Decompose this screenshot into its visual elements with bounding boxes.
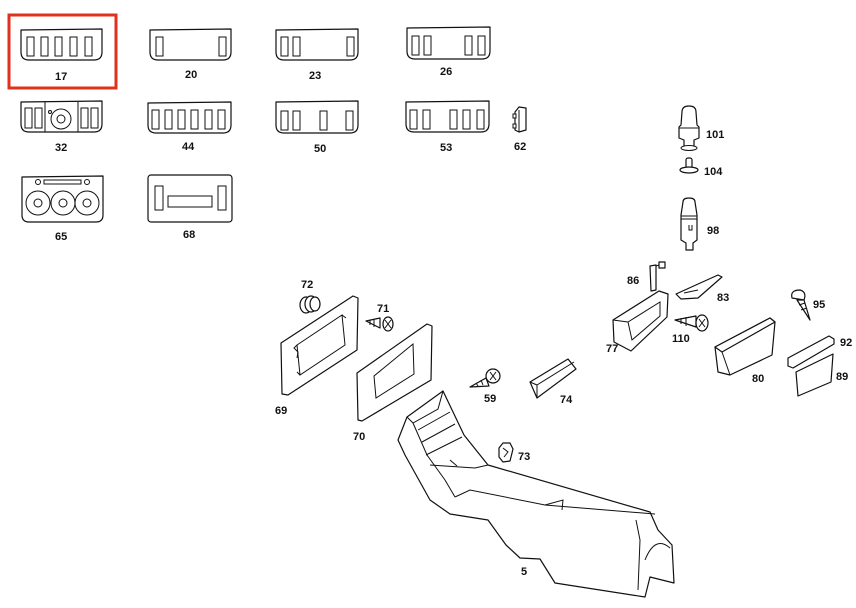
part-95[interactable]: 95: [791, 289, 826, 321]
part-number-59: 59: [484, 393, 496, 405]
part-26[interactable]: 26: [406, 26, 491, 78]
selected-part-highlight: [7, 13, 118, 90]
part-number-71: 71: [377, 303, 389, 315]
part-number-5: 5: [521, 566, 527, 578]
part-50[interactable]: 50: [275, 100, 359, 155]
part-number-44: 44: [182, 141, 195, 153]
part-62[interactable]: 62: [512, 106, 527, 153]
part-65[interactable]: 65: [21, 175, 104, 243]
part-number-95: 95: [813, 299, 825, 311]
part-number-53: 53: [440, 142, 452, 154]
part-110[interactable]: 110: [672, 314, 709, 345]
part-number-72: 72: [301, 279, 313, 291]
part-number-70: 70: [353, 431, 365, 443]
part-number-23: 23: [309, 70, 321, 82]
part-83[interactable]: 83: [675, 274, 729, 304]
part-80[interactable]: 80: [714, 317, 776, 385]
part-number-77: 77: [606, 343, 618, 355]
part-74[interactable]: 74: [529, 358, 577, 406]
part-98[interactable]: 98: [680, 197, 719, 251]
part-number-89: 89: [836, 371, 848, 383]
part-44[interactable]: 44: [147, 101, 232, 153]
part-number-50: 50: [314, 143, 326, 155]
part-number-83: 83: [717, 292, 729, 304]
part-number-20: 20: [185, 69, 197, 81]
part-77[interactable]: 77: [606, 290, 669, 355]
part-53[interactable]: 53: [405, 100, 490, 154]
part-number-110: 110: [672, 333, 690, 345]
part-number-73: 73: [518, 451, 530, 463]
part-73[interactable]: 73: [498, 442, 530, 463]
part-32[interactable]: 32: [20, 100, 103, 154]
part-101[interactable]: 101: [678, 105, 724, 151]
part-number-68: 68: [183, 229, 195, 241]
part-68[interactable]: 68: [147, 174, 233, 241]
part-number-74: 74: [560, 394, 573, 406]
part-17[interactable]: 17: [20, 28, 103, 83]
part-number-65: 65: [55, 231, 67, 243]
part-number-32: 32: [55, 142, 67, 154]
part-69[interactable]: 69: [275, 295, 359, 417]
part-71[interactable]: 71: [365, 303, 394, 332]
part-104[interactable]: 104: [679, 157, 723, 178]
part-86[interactable]: 86: [627, 261, 666, 292]
part-number-86: 86: [627, 275, 639, 287]
part-number-80: 80: [752, 373, 764, 385]
part-70[interactable]: 70: [353, 323, 433, 443]
part-72[interactable]: 72: [299, 279, 321, 314]
part-number-101: 101: [706, 129, 724, 141]
part-number-69: 69: [275, 405, 287, 417]
part-number-17: 17: [55, 71, 67, 83]
part-number-92: 92: [840, 337, 852, 349]
part-89[interactable]: 89: [795, 353, 848, 397]
part-number-26: 26: [440, 66, 452, 78]
part-number-104: 104: [704, 166, 723, 178]
part-23[interactable]: 23: [275, 28, 359, 82]
part-number-62: 62: [514, 141, 526, 153]
part-59[interactable]: 59: [469, 368, 501, 405]
part-number-98: 98: [707, 225, 719, 237]
part-92[interactable]: 92: [787, 335, 852, 369]
part-20[interactable]: 20: [149, 28, 232, 81]
part-5[interactable]: 5: [397, 390, 675, 598]
